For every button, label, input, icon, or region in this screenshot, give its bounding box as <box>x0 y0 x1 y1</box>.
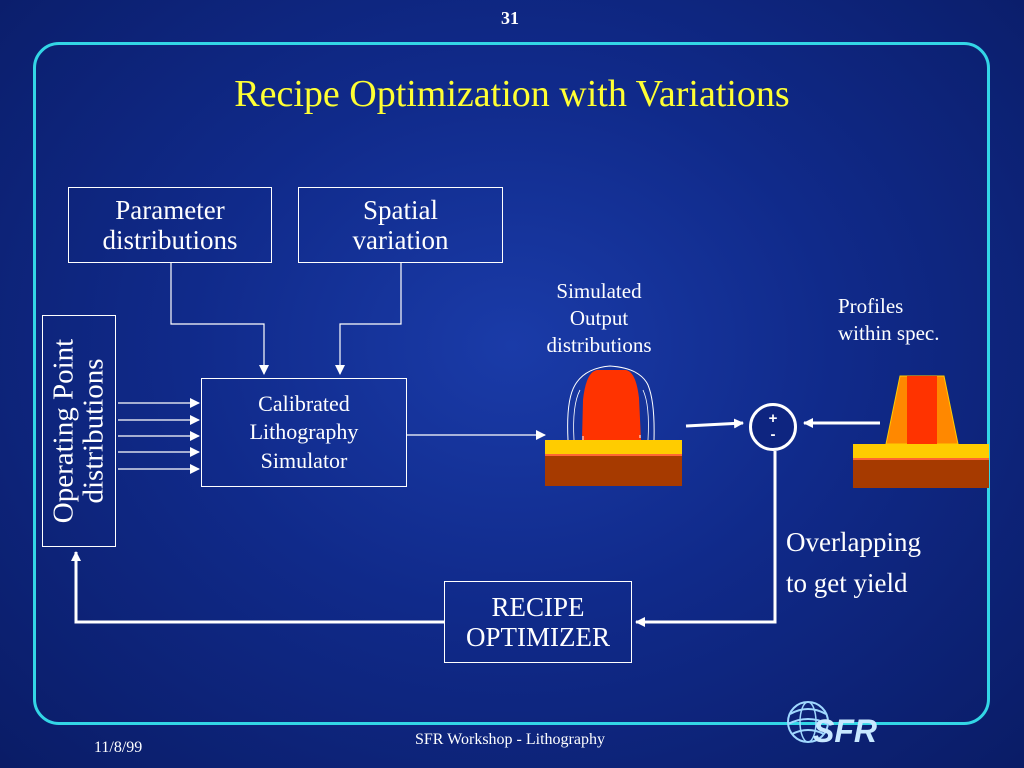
summing-plus: + <box>768 409 778 427</box>
parameter-box-line1: Parameter <box>115 194 225 225</box>
spatial-box-line2: variation <box>352 225 449 255</box>
parameter-box-line2: distributions <box>102 225 238 255</box>
slide-title: Recipe Optimization with Variations <box>234 73 790 115</box>
overlapping-line2: to get yield <box>786 567 908 598</box>
simulator-box-line3: Simulator <box>260 447 348 473</box>
simulator-box-line2: Lithography <box>249 419 359 445</box>
parameter-to-simulator-connector <box>170 263 269 375</box>
simulated-line2: Output <box>569 305 629 330</box>
slide-number: 31 <box>501 8 519 28</box>
operating-point-distributions-box: Operating Point distributions <box>42 315 116 547</box>
optimizer-box-line2: OPTIMIZER <box>466 622 610 652</box>
simulated-output-profile <box>545 365 682 486</box>
simulated-line3: distributions <box>546 332 652 357</box>
slide-frame <box>33 42 990 725</box>
spatial-variation-box: Spatial variation <box>298 187 503 263</box>
optimizer-to-operating-point-connector <box>71 551 444 624</box>
spatial-box-line1: Spatial <box>363 194 438 225</box>
parameter-distributions-box: Parameter distributions <box>68 187 272 263</box>
overlapping-yield-label: Overlapping to get yield <box>786 522 976 603</box>
recipe-optimizer-box: RECIPE OPTIMIZER <box>444 581 632 663</box>
footer-center-text: SFR Workshop - Lithography <box>415 731 605 748</box>
summing-minus: - <box>770 426 776 443</box>
simulated-line1: Simulated <box>556 279 642 303</box>
footer-date: 11/8/99 <box>94 739 143 756</box>
optimizer-box-line1: RECIPE <box>491 591 585 622</box>
sfr-logo-globe <box>787 701 829 743</box>
sfr-logo-text: SFR <box>813 713 877 749</box>
output-to-junction-arrow <box>685 418 744 429</box>
spec-profile <box>853 375 989 488</box>
junction-to-optimizer-connector <box>635 451 777 627</box>
profiles-line1: Profiles <box>838 294 904 318</box>
lithography-simulator-box: Calibrated Lithography Simulator <box>201 378 407 487</box>
summing-junction: + - <box>749 403 797 451</box>
overlapping-line1: Overlapping <box>786 527 921 557</box>
simulator-box-line1: Calibrated <box>258 390 350 416</box>
simulated-output-label: Simulated Output distributions <box>520 278 678 359</box>
profiles-within-spec-label: Profiles within spec. <box>838 293 988 348</box>
spatial-to-simulator-connector <box>335 263 402 375</box>
profiles-line2: within spec. <box>838 321 940 346</box>
